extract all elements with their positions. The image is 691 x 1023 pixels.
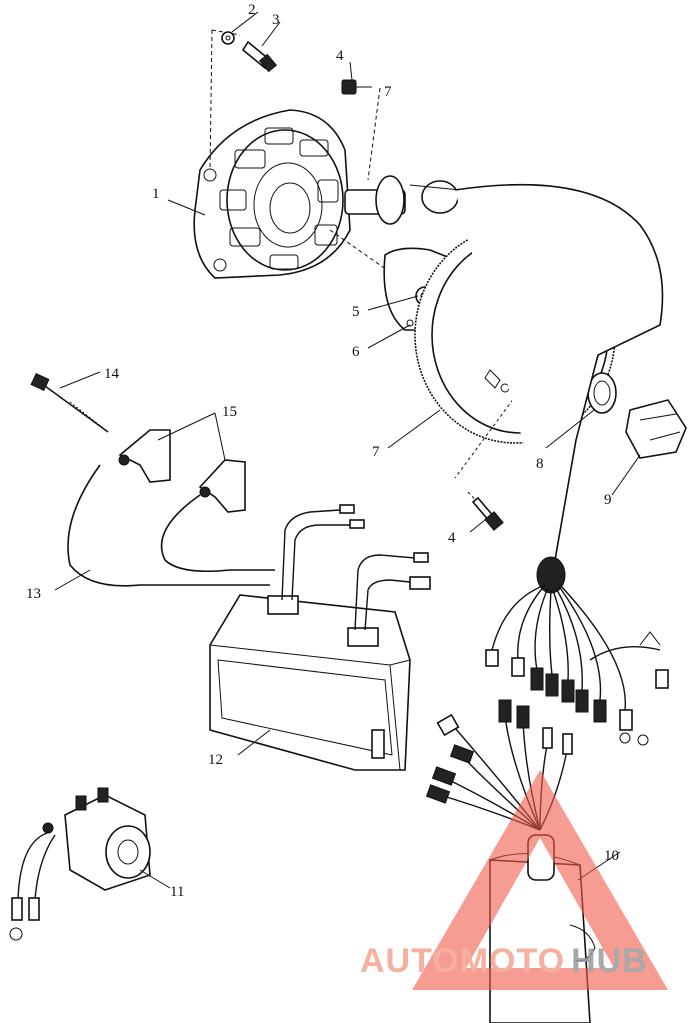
watermark-text-automoto: AUTOMOTO (360, 942, 565, 980)
callout-6: 6 (352, 344, 360, 360)
ignition-coil-part-12 (209, 594, 411, 771)
callout-3: 3 (272, 12, 280, 28)
main-harness (454, 183, 664, 594)
nut-part-9 (625, 399, 687, 459)
watermark-text-hub: HUB (571, 942, 648, 980)
screw-part-3 (241, 40, 278, 73)
callout-2: 2 (248, 2, 256, 18)
callout-9: 9 (604, 492, 612, 508)
starter-solenoid-part-11 (9, 787, 151, 941)
callout-8: 8 (536, 456, 544, 472)
connector-leads (485, 584, 669, 746)
callout-15: 15 (222, 404, 237, 420)
callout-14: 14 (104, 366, 120, 382)
washer-part-2 (221, 31, 235, 45)
spark-plug-caps-part-15 (118, 429, 246, 513)
callout-5: 5 (352, 304, 360, 320)
callout-12: 12 (208, 752, 223, 768)
callout-7-top: 7 (384, 84, 392, 100)
callout-4-lower: 4 (448, 530, 456, 546)
callout-labels: 1 2 3 4 7 5 6 7 8 9 4 10 11 12 13 14 15 (26, 2, 619, 900)
callout-7: 7 (372, 444, 380, 460)
stator-assembly (193, 109, 351, 279)
screw-part-4-top (341, 79, 372, 95)
callout-11: 11 (170, 884, 184, 900)
rotor-shaft (344, 175, 461, 225)
bolt-part-14 (30, 372, 109, 433)
callout-1: 1 (152, 186, 160, 202)
callout-4-top: 4 (336, 48, 344, 64)
ht-leads-part-13 (67, 464, 275, 587)
bolt-part-4-lower (467, 491, 504, 531)
coil-primary-wires (281, 504, 431, 631)
callout-10: 10 (604, 848, 619, 864)
watermark-triangle (412, 770, 668, 990)
callout-leaders (54, 11, 641, 889)
callout-13: 13 (26, 586, 41, 602)
